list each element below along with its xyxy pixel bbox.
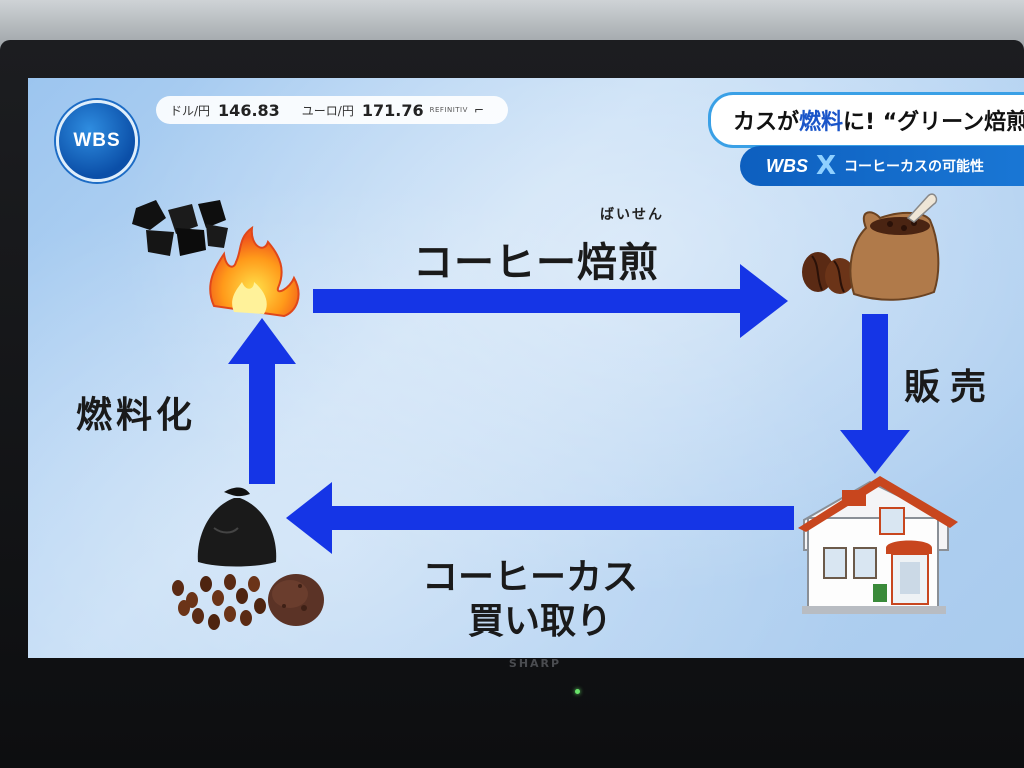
tv-screen: WBS ドル/円 146.83 ユーロ/円 171.76 REFINITIV ⌐… xyxy=(28,78,1024,658)
house-icon xyxy=(798,476,958,614)
sales-label: 販売 xyxy=(904,367,997,408)
wbs-logo: WBS xyxy=(56,100,138,182)
coffee-sack-icon xyxy=(849,193,940,301)
usd-jpy-value: 146.83 xyxy=(218,100,280,120)
coffee-beans-scattered-icon xyxy=(172,574,266,630)
power-led-icon xyxy=(575,689,580,694)
cross-icon: X xyxy=(816,151,837,181)
coffee-grounds-icon xyxy=(268,574,324,626)
headline-text: カスが燃料に! “グリーン焙煎” xyxy=(733,110,1024,135)
charcoal-icon xyxy=(132,200,228,256)
subbar-text: コーヒーカスの可能性 xyxy=(844,159,985,175)
roasting-label: コーヒー焙煎 xyxy=(413,240,659,286)
fuel-label: 燃料化 xyxy=(76,395,197,436)
arrow-right xyxy=(313,264,788,338)
arrow-down xyxy=(840,314,910,474)
wbs-logo-text: WBS xyxy=(73,130,121,151)
arrow-left xyxy=(286,482,794,554)
subbar-brand: WBS xyxy=(766,155,808,176)
buyback-label-line2: 買い取り xyxy=(468,601,613,642)
data-provider: REFINITIV xyxy=(429,106,468,114)
headline-bar: カスが燃料に! “グリーン焙煎” xyxy=(708,92,1024,148)
eur-jpy-value: 171.76 xyxy=(361,100,424,120)
sub-headline-bar: WBS X コーヒーカスの可能性 xyxy=(740,146,1024,186)
garbage-bag-icon xyxy=(197,487,277,567)
fire-icon xyxy=(209,225,300,318)
exchange-ticker: ドル/円 146.83 ユーロ/円 171.76 REFINITIV ⌐ xyxy=(156,96,508,124)
buyback-label-line1: コーヒーカス xyxy=(422,557,639,598)
tv-brand: SHARP xyxy=(508,657,562,670)
roasting-ruby: ばいせん xyxy=(600,207,664,223)
trend-arrow-icon: ⌐ xyxy=(473,103,484,117)
cycle-diagram xyxy=(132,193,958,630)
usd-jpy-label: ドル/円 xyxy=(170,103,211,118)
coffee-beans-icon xyxy=(802,252,855,294)
eur-jpy-label: ユーロ/円 xyxy=(301,103,354,118)
arrow-up xyxy=(228,318,296,484)
